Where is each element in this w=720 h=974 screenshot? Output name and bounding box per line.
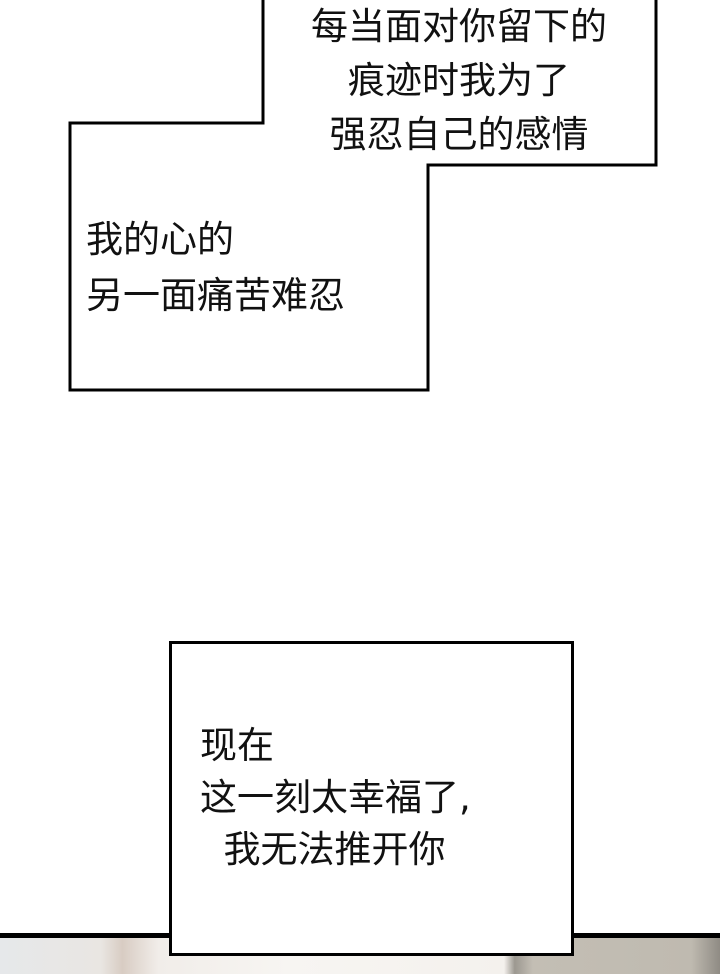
- caption-box-3: 现在 这一刻太幸福了, 我无法推开你: [169, 641, 574, 956]
- caption-text-1: 每当面对你留下的 痕迹时我为了 强忍自己的感情: [311, 5, 607, 156]
- caption-text-3: 现在 这一刻太幸福了, 我无法推开你: [200, 724, 471, 871]
- caption-text-2: 我的心的 另一面痛苦难忍: [86, 218, 345, 317]
- caption-box-merged-outline: [68, 0, 658, 392]
